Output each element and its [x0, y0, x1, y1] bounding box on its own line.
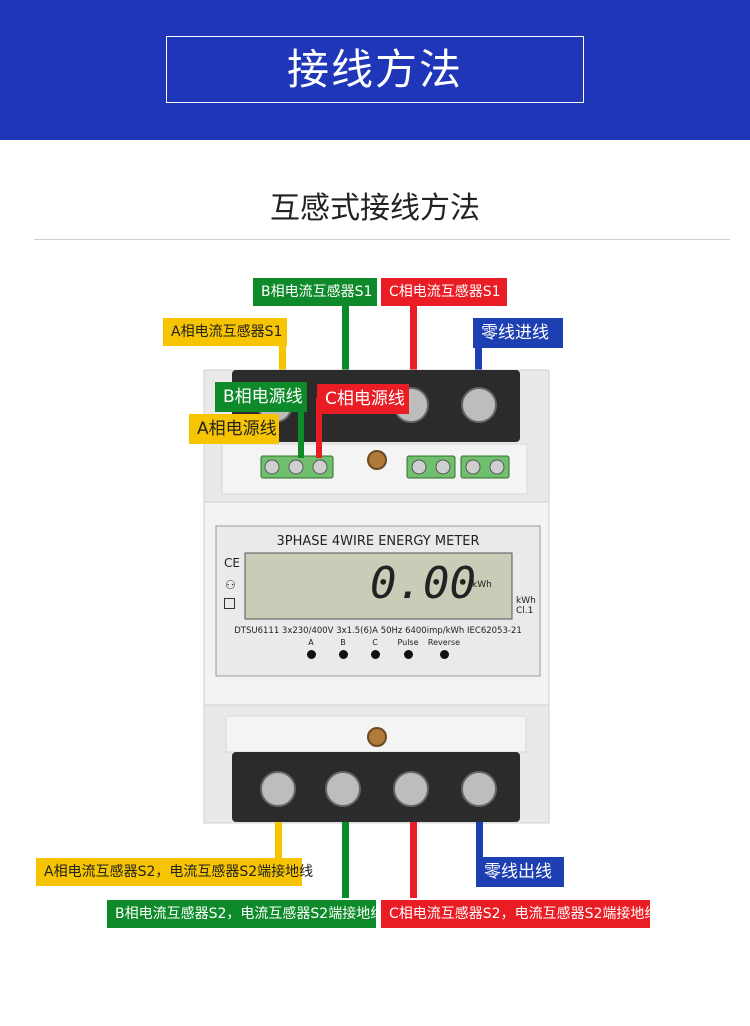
- ce-mark: CE: [224, 556, 240, 570]
- label-a-power: A相电源线: [189, 414, 279, 444]
- wire-c-top: [410, 305, 417, 375]
- lcd-reading-unit: kWh: [472, 580, 492, 590]
- indicator-pulse: Pulse: [390, 638, 426, 659]
- indicator-leds: A B C Pulse Reverse: [296, 638, 466, 668]
- label-a-ct-s2: A相电流互感器S2，电流互感器S2端接地线: [36, 858, 313, 886]
- wire-b-bottom: [342, 822, 349, 898]
- label-neutral-out: 零线出线: [476, 857, 564, 887]
- seal-screw-bottom: [367, 727, 387, 747]
- wire-a-bottom: [275, 822, 282, 858]
- label-c-ct-s1: C相电流互感器S1: [381, 278, 507, 306]
- indicator-b: B: [328, 638, 358, 659]
- indicator-c: C: [360, 638, 390, 659]
- label-neutral-in: 零线进线: [473, 318, 563, 348]
- led-icon: [403, 650, 413, 659]
- wire-c-power: [316, 398, 322, 458]
- led-icon: [439, 650, 449, 659]
- seal-screw-top: [367, 450, 387, 470]
- terminal-screws-bottom: [260, 771, 497, 807]
- lcd-screen: [244, 552, 513, 620]
- led-icon: [338, 650, 348, 659]
- label-b-ct-s1: B相电流互感器S1: [253, 278, 377, 306]
- meter-title: 3PHASE 4WIRE ENERGY METER: [276, 534, 480, 549]
- led-icon: [370, 650, 380, 659]
- wire-n-top: [475, 346, 482, 376]
- page-title: 接线方法: [286, 45, 463, 94]
- label-a-ct-s1: A相电流互感器S1: [163, 318, 287, 346]
- label-c-power: C相电源线: [317, 384, 409, 414]
- header-banner: [0, 0, 750, 140]
- indicator-reverse: Reverse: [422, 638, 466, 659]
- recycle-icon: ⚇: [225, 578, 236, 592]
- meter-side-unit: kWh: [516, 596, 536, 606]
- label-c-ct-s2: C相电流互感器S2，电流互感器S2端接地线: [381, 900, 658, 928]
- terminal-block-bottom: [232, 752, 520, 822]
- wire-c-bottom: [410, 822, 417, 898]
- label-b-ct-s2: B相电流互感器S2，电流互感器S2端接地线: [107, 900, 384, 928]
- section-subtitle: 互感式接线方法: [270, 191, 480, 226]
- meter-class: Cl.1: [516, 606, 534, 616]
- divider: [34, 239, 730, 240]
- label-b-power: B相电源线: [215, 382, 307, 412]
- wire-n-bottom: [476, 822, 483, 858]
- insulation-icon: [224, 598, 235, 609]
- header-frame: [166, 36, 584, 103]
- meter-spec: DTSU6111 3x230/400V 3x1.5(6)A 50Hz 6400i…: [234, 626, 522, 636]
- wire-b-power: [298, 398, 304, 458]
- led-icon: [306, 650, 316, 659]
- indicator-a: A: [296, 638, 326, 659]
- wire-b-top: [342, 305, 349, 375]
- lcd-reading: 0.00: [370, 558, 476, 609]
